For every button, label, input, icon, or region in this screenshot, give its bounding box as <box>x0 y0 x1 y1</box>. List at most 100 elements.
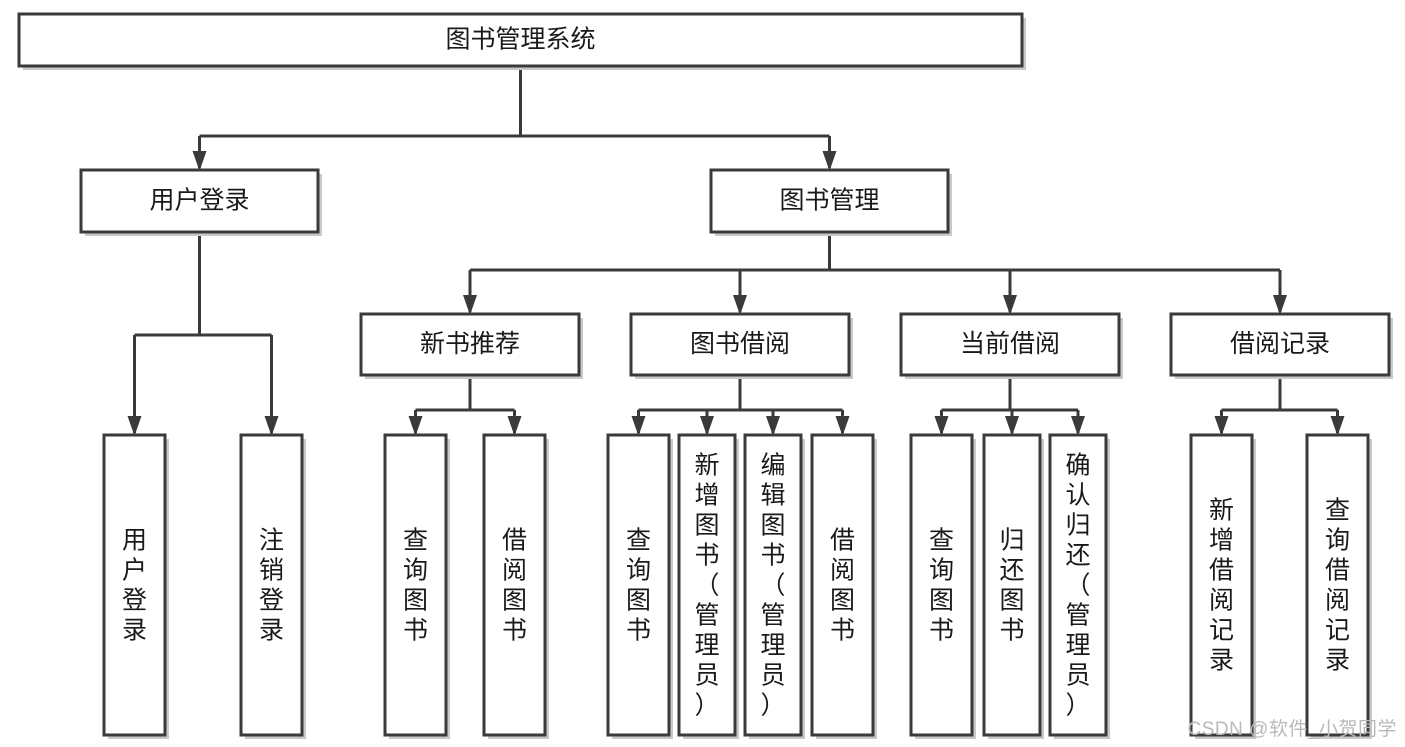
node-label-char: 阅 <box>1209 587 1234 615</box>
node-label-char: 录 <box>1209 647 1234 675</box>
node-label-char: 理 <box>1065 632 1090 660</box>
node-label: 图书管理系统 <box>445 26 595 54</box>
node-label-char: 录 <box>259 617 284 645</box>
node-current-borrow[interactable]: 当前借阅 <box>899 312 1123 379</box>
connector-arrowhead <box>463 295 477 315</box>
node-label-char: 查 <box>929 527 954 555</box>
node-label-char: 归 <box>1065 512 1090 540</box>
node-label-char: ） <box>694 692 719 720</box>
node-label-char: 借 <box>830 527 855 555</box>
node-label-char: 理 <box>760 632 785 660</box>
node-label-char: 书 <box>403 617 428 645</box>
node-label-char: 户 <box>122 557 147 585</box>
node-label-char: 员 <box>694 662 719 690</box>
node-label-char: 借 <box>1325 557 1350 585</box>
connector-arrowhead <box>934 416 949 436</box>
node-label-char: 新 <box>694 452 719 480</box>
node-label: 图书管理 <box>779 187 879 215</box>
node-label-char: 询 <box>1325 527 1350 555</box>
connector-arrowhead <box>1330 416 1345 436</box>
node-label-char: 图 <box>626 587 651 615</box>
node-label-char: 查 <box>626 527 651 555</box>
node-root[interactable]: 图书管理系统 <box>17 12 1026 70</box>
connector-arrowhead <box>631 416 646 436</box>
connector-arrowhead <box>127 416 142 436</box>
connector-arrowhead <box>1214 416 1229 436</box>
node-label-char: 登 <box>122 587 147 615</box>
node-label-char: 管 <box>694 602 719 630</box>
node-label-char: 书 <box>502 617 527 645</box>
node-label-char: 查 <box>403 527 428 555</box>
node-label-char: 图 <box>929 587 954 615</box>
connector-arrowhead <box>766 416 780 436</box>
node-label-char: 辑 <box>760 482 785 510</box>
node-label-char: 注 <box>259 527 284 555</box>
node-label-char: 询 <box>626 557 651 585</box>
node-borrow-record[interactable]: 借阅记录 <box>1169 312 1393 379</box>
node-label-char: 询 <box>929 557 954 585</box>
node-label-char: 员 <box>760 662 785 690</box>
node-book-manage[interactable]: 图书管理 <box>709 168 952 236</box>
csdn-watermark: CSDN @软件_小贺同学 <box>1187 719 1397 740</box>
node-label-char: （ <box>694 572 719 600</box>
node-label-char: 确 <box>1065 452 1090 480</box>
node-label-char: 还 <box>1065 542 1090 570</box>
node-label-char: 书 <box>929 617 954 645</box>
connector-arrowhead <box>1005 416 1019 436</box>
node-label-char: 图 <box>830 587 855 615</box>
node-label-char: 用 <box>122 527 147 555</box>
node-label-char: 书 <box>999 617 1024 645</box>
node-label-char: 归 <box>999 527 1024 555</box>
connector-arrowhead <box>264 416 279 436</box>
node-label-char: 图 <box>502 587 527 615</box>
node-label-char: 登 <box>259 587 284 615</box>
node-label-char: 记 <box>1209 617 1234 645</box>
connector-arrowhead <box>822 151 837 171</box>
connector-arrowhead <box>1273 295 1287 315</box>
node-label-char: 销 <box>259 557 284 585</box>
node-label-char: （ <box>760 572 785 600</box>
connector-arrowhead <box>192 151 207 171</box>
node-label: 用户登录 <box>149 187 249 215</box>
node-label-char: 管 <box>760 602 785 630</box>
node-leaf-user-login[interactable]: 用户登录 <box>102 433 169 739</box>
node-label-char: 书 <box>830 617 855 645</box>
node-new-book-recommend[interactable]: 新书推荐 <box>359 312 583 379</box>
node-label-char: 还 <box>999 557 1024 585</box>
node-label-char: 新 <box>1209 497 1234 525</box>
connector-arrowhead <box>1071 416 1085 436</box>
node-label-char: 增 <box>1209 527 1234 555</box>
node-layer: 图书管理系统用户登录图书管理新书推荐图书借阅当前借阅借阅记录用户登录注销登录查询… <box>17 12 1393 739</box>
connector-arrowhead <box>733 295 747 315</box>
node-label-char: 增 <box>694 482 719 510</box>
connector-arrowhead <box>507 416 522 436</box>
node-label-char: 图 <box>999 587 1024 615</box>
node-label-char: 员 <box>1065 662 1090 690</box>
node-book-borrow[interactable]: 图书借阅 <box>629 312 853 379</box>
connector-arrowhead <box>408 416 423 436</box>
node-label-char: 询 <box>403 557 428 585</box>
node-label: 借阅记录 <box>1230 330 1330 358</box>
node-user-login[interactable]: 用户登录 <box>79 168 322 236</box>
node-label: 当前借阅 <box>960 330 1060 358</box>
node-label-char: 录 <box>1325 647 1350 675</box>
node-label-char: ） <box>760 692 785 720</box>
node-label-char: 查 <box>1325 497 1350 525</box>
node-label-char: 书 <box>626 617 651 645</box>
node-label-char: 管 <box>1065 602 1090 630</box>
connector-layer <box>127 66 1345 436</box>
node-label-char: （ <box>1065 572 1090 600</box>
